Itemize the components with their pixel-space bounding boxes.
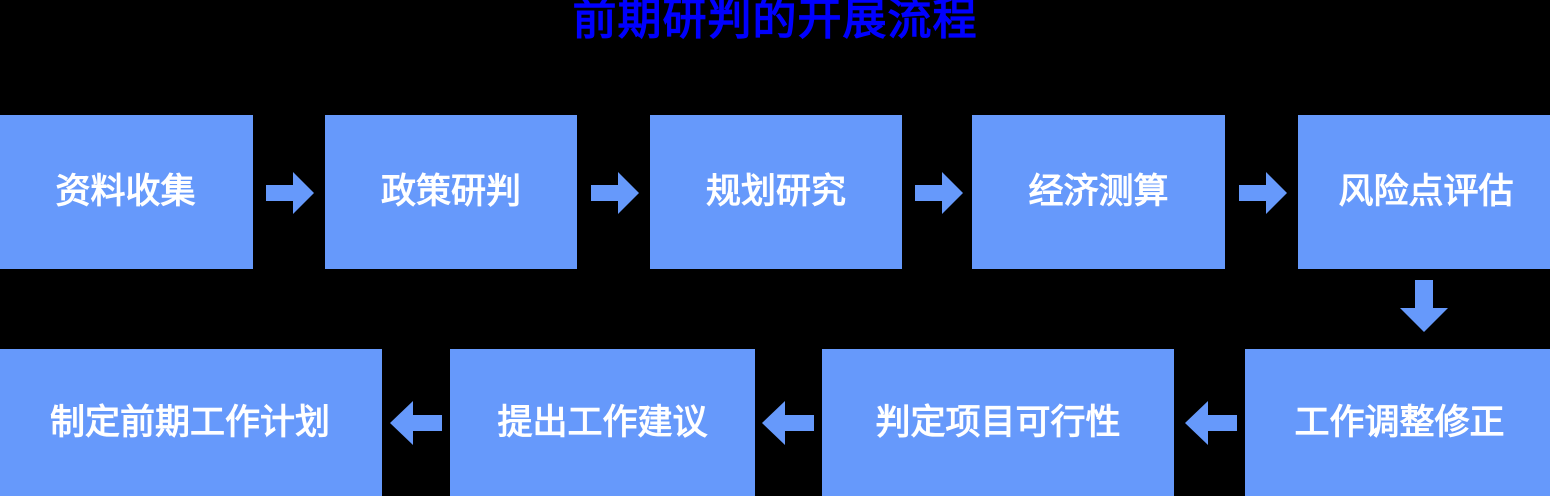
- flow-node-label: 提出工作建议: [497, 402, 708, 442]
- flow-node-label: 判定项目可行性: [875, 402, 1121, 442]
- arrow-right-icon: [591, 172, 639, 214]
- flow-node-label: 工作调整修正: [1294, 402, 1505, 442]
- flow-node-pandingxiangmukexingxing[interactable]: 判定项目可行性: [822, 349, 1174, 496]
- flow-node-label: 政策研判: [380, 172, 521, 211]
- flow-node-zhidingqianqigongzuojihua[interactable]: 制定前期工作计划: [0, 349, 382, 496]
- arrow-right-icon: [915, 172, 963, 214]
- arrow-left-icon: [762, 401, 814, 445]
- arrow-down-icon: [1400, 280, 1448, 332]
- flow-node-label: 资料收集: [55, 172, 196, 211]
- flow-node-jingjiceshuan[interactable]: 经济测算: [972, 115, 1225, 269]
- flow-node-guihuayanjiu[interactable]: 规划研究: [650, 115, 902, 269]
- arrow-left-icon: [1185, 401, 1237, 445]
- arrow-right-icon: [1239, 172, 1287, 214]
- flow-node-gongzuotiaozhengxiuzheng[interactable]: 工作调整修正: [1245, 349, 1550, 496]
- flow-node-zhengceyanpan[interactable]: 政策研判: [325, 115, 577, 269]
- flow-node-fengxiandianpinggu[interactable]: 风险点评估: [1298, 115, 1550, 269]
- flow-node-label: 经济测算: [1028, 172, 1169, 211]
- flow-node-label: 风险点评估: [1338, 172, 1514, 211]
- page-title: 前期研判的开展流程: [572, 0, 978, 44]
- flow-node-ziliaoshouji[interactable]: 资料收集: [0, 115, 253, 269]
- flow-node-label: 制定前期工作计划: [49, 402, 330, 442]
- arrow-right-icon: [266, 172, 314, 214]
- arrow-left-icon: [390, 401, 442, 445]
- flow-node-label: 规划研究: [705, 172, 846, 211]
- flow-node-tichugongzuojianyi[interactable]: 提出工作建议: [450, 349, 755, 496]
